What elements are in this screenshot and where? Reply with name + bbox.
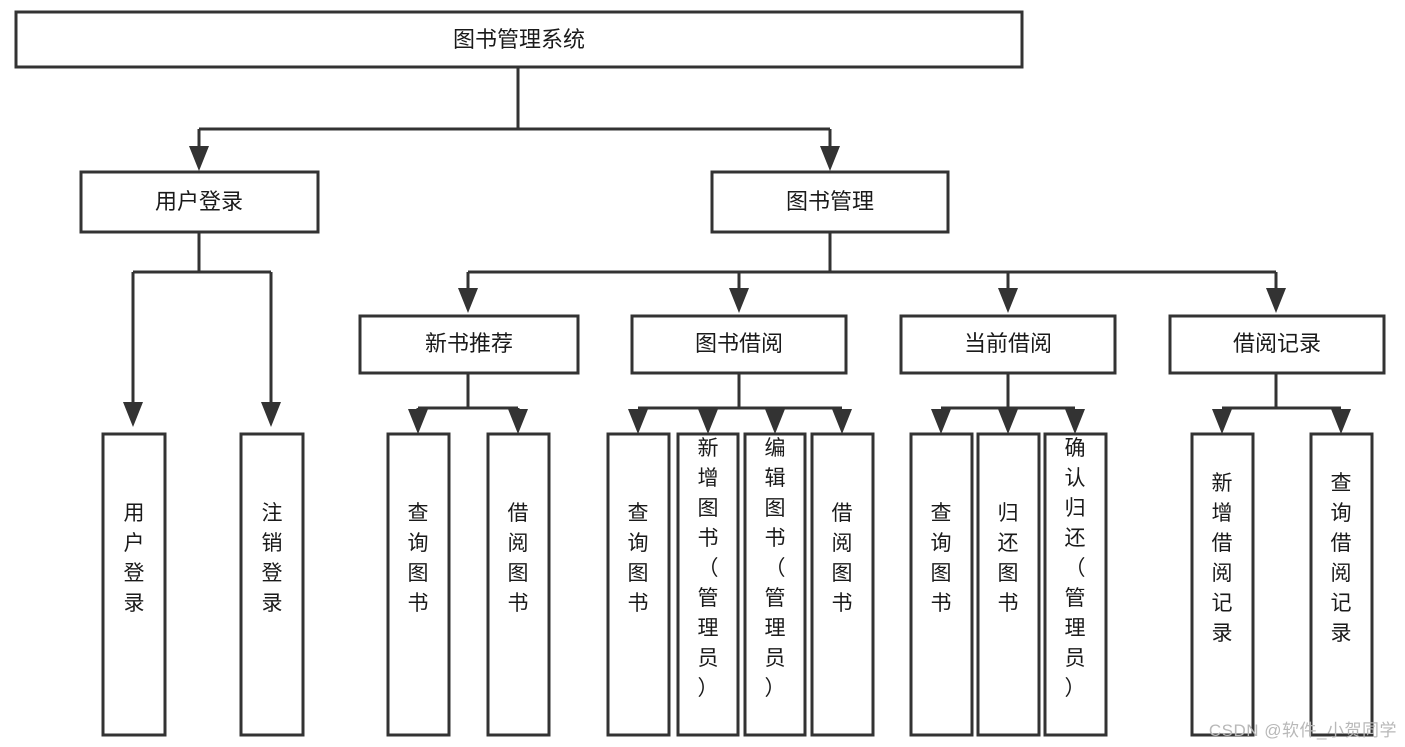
node-borrowing-record-label: 借阅记录 (1233, 331, 1321, 356)
arrowhead-leaf-user-login (123, 402, 143, 427)
node-book-borrowing-box[interactable] (630, 314, 848, 375)
leaf-edit-book-admin-label: 编辑图书（管理员） (765, 437, 786, 700)
leaf-add-borrowing-record-label: 新增借阅记录 (1212, 472, 1233, 645)
node-book-borrowing[interactable]: 图书借阅 (630, 314, 848, 375)
leaf-node-return-book[interactable]: 归还图书 (976, 432, 1041, 737)
leaf-user-login-label: 用户登录 (124, 502, 145, 615)
node-current-borrowing-box[interactable] (899, 314, 1117, 375)
csdn-watermark: CSDN @软件_小贺同学 (1208, 721, 1397, 740)
node-user-login[interactable]: 用户登录 (79, 170, 320, 234)
leaf-node-logout[interactable]: 注销登录 (239, 432, 305, 737)
arrowhead-nbr-leaf1 (408, 409, 428, 434)
arrowhead-bb-leaf2 (698, 409, 718, 434)
leaf-add-borrowing-record-box[interactable] (1190, 432, 1255, 737)
leaf-node-query-borrowing-record[interactable]: 查询借阅记录 (1309, 432, 1374, 737)
leaf-query-borrowing-record-box[interactable] (1309, 432, 1374, 737)
arrowhead-cb-leaf2 (998, 409, 1018, 434)
arrowhead-leaf-logout (261, 402, 281, 427)
arrowhead-borrow-record (1266, 288, 1286, 313)
leaf-node-confirm-return-admin[interactable]: 确认归还（管理员） (1043, 432, 1108, 737)
leaf-query-borrowing-record-label: 查询借阅记录 (1331, 472, 1352, 645)
node-new-book-recommendation-label: 新书推荐 (425, 331, 513, 356)
leaf-confirm-return-admin-box[interactable] (1043, 432, 1108, 737)
node-current-borrowing[interactable]: 当前借阅 (899, 314, 1117, 375)
leaf-confirm-return-admin-label: 确认归还（管理员） (1065, 437, 1086, 700)
leaf-query-book-nbr-label: 查询图书 (408, 502, 429, 615)
leaf-query-book-cb-box[interactable] (909, 432, 974, 737)
arrowhead-current-borrow (998, 288, 1018, 313)
arrowhead-user-login (189, 146, 209, 171)
node-new-book-recommendation-box[interactable] (358, 314, 580, 375)
node-book-management[interactable]: 图书管理 (710, 170, 950, 234)
leaf-query-book-cb-label: 查询图书 (931, 502, 952, 615)
node-book-management-box[interactable] (710, 170, 950, 234)
leaf-node-edit-book-admin[interactable]: 编辑图书（管理员） (743, 432, 807, 737)
node-root-book-management-system[interactable]: 图书管理系统 (14, 10, 1024, 69)
node-book-management-label: 图书管理 (786, 189, 874, 214)
leaf-node-query-book-bb[interactable]: 查询图书 (606, 432, 671, 737)
leaf-query-book-bb-label: 查询图书 (628, 502, 649, 615)
leaf-borrow-book-bb-label: 借阅图书 (832, 502, 853, 615)
arrowhead-new-book-rec (458, 288, 478, 313)
arrowhead-br-leaf1 (1212, 409, 1232, 434)
leaf-edit-book-admin-box[interactable] (743, 432, 807, 737)
leaf-logout-label: 注销登录 (262, 502, 283, 615)
arrowhead-bb-leaf4 (832, 409, 852, 434)
leaf-borrow-book-nbr-box[interactable] (486, 432, 551, 737)
leaf-logout-box[interactable] (239, 432, 305, 737)
node-new-book-recommendation[interactable]: 新书推荐 (358, 314, 580, 375)
leaf-return-book-label: 归还图书 (998, 502, 1019, 615)
arrowhead-cb-leaf1 (931, 409, 951, 434)
leaf-node-borrow-book-bb[interactable]: 借阅图书 (810, 432, 875, 737)
leaf-query-book-bb-box[interactable] (606, 432, 671, 737)
leaf-node-user-login[interactable]: 用户登录 (101, 432, 167, 737)
arrowhead-book-mgmt (820, 146, 840, 171)
node-user-login-box[interactable] (79, 170, 320, 234)
node-book-borrowing-label: 图书借阅 (695, 331, 783, 356)
arrowhead-bb-leaf1 (628, 409, 648, 434)
node-borrowing-record-box[interactable] (1168, 314, 1386, 375)
leaf-add-book-admin-label: 新增图书（管理员） (698, 437, 719, 700)
leaf-node-borrow-book-nbr[interactable]: 借阅图书 (486, 432, 551, 737)
leaf-node-add-book-admin[interactable]: 新增图书（管理员） (676, 432, 740, 737)
leaf-query-book-nbr-box[interactable] (386, 432, 451, 737)
node-current-borrowing-label: 当前借阅 (964, 331, 1052, 356)
leaf-borrow-book-bb-box[interactable] (810, 432, 875, 737)
arrowhead-bb-leaf3 (765, 409, 785, 434)
arrowhead-br-leaf2 (1331, 409, 1351, 434)
arrowhead-cb-leaf3 (1065, 409, 1085, 434)
leaf-return-book-box[interactable] (976, 432, 1041, 737)
arrowhead-book-borrow (729, 288, 749, 313)
arrowhead-nbr-leaf2 (508, 409, 528, 434)
leaf-borrow-book-nbr-label: 借阅图书 (508, 502, 529, 615)
leaf-node-query-book-cb[interactable]: 查询图书 (909, 432, 974, 737)
node-user-login-label: 用户登录 (155, 189, 243, 214)
leaf-node-query-book-nbr[interactable]: 查询图书 (386, 432, 451, 737)
node-root-label: 图书管理系统 (453, 27, 585, 52)
leaf-add-book-admin-box[interactable] (676, 432, 740, 737)
node-root-box[interactable] (14, 10, 1024, 69)
connector-layer (123, 67, 1351, 434)
leaf-node-add-borrowing-record[interactable]: 新增借阅记录 (1190, 432, 1255, 737)
node-borrowing-record[interactable]: 借阅记录 (1168, 314, 1386, 375)
leaf-user-login-box[interactable] (101, 432, 167, 737)
